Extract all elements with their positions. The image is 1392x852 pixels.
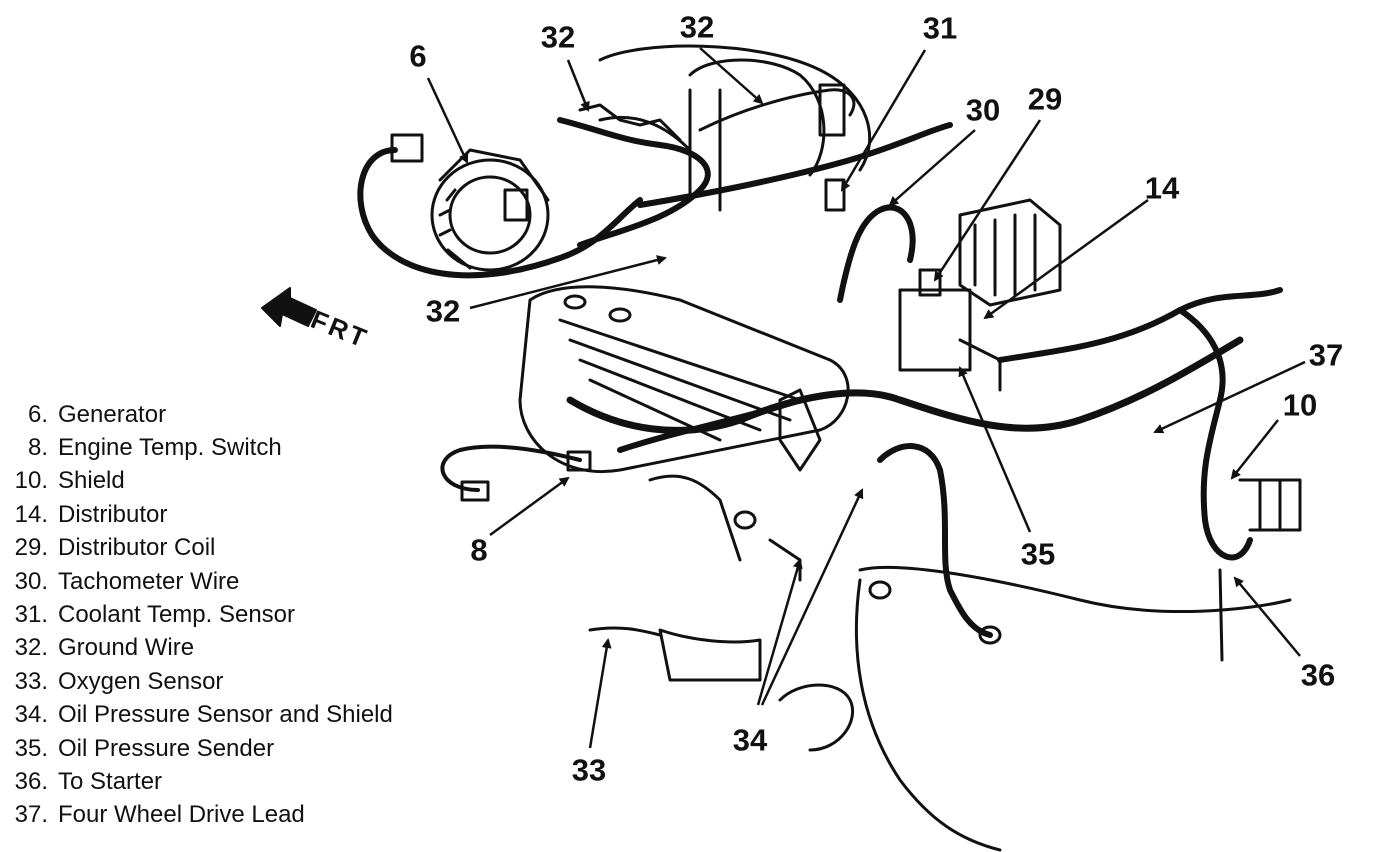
distributor-drawing <box>898 198 1062 392</box>
leader-34b <box>760 488 864 706</box>
upper-harness <box>557 117 711 248</box>
legend-label: Four Wheel Drive Lead <box>58 801 305 829</box>
legend-label: To Starter <box>58 767 163 795</box>
legend-label: Oil Pressure Sensor and Shield <box>58 701 393 729</box>
callout-33: 33 <box>571 752 607 788</box>
legend-item: 31. Coolant Temp. Sensor <box>0 598 480 631</box>
callout-32-top: 32 <box>679 9 715 45</box>
leader-32a <box>566 59 590 112</box>
callout-31: 31 <box>922 10 958 46</box>
leader-34a <box>756 558 803 706</box>
legend-label: Engine Temp. Switch <box>58 434 282 462</box>
parts-legend: 6. Generator 8. Engine Temp. Switch 10. Shi… <box>0 398 480 832</box>
legend-item: 30. Tachometer Wire <box>0 565 480 598</box>
legend-label: Distributor <box>58 500 168 528</box>
legend-item: 32. Ground Wire <box>0 632 480 665</box>
legend-number: 34. <box>14 701 48 729</box>
legend-number: 30. <box>14 567 48 595</box>
legend-label: Tachometer Wire <box>58 567 240 595</box>
legend-label: Shield <box>58 467 125 495</box>
legend-number: 14. <box>14 500 48 528</box>
legend-item: 29. Distributor Coil <box>0 532 480 565</box>
legend-item: 10. Shield <box>0 465 480 498</box>
callout-35: 35 <box>1020 536 1056 572</box>
generator-drawing <box>430 148 550 272</box>
legend-number: 37. <box>14 801 48 829</box>
legend-label: Generator <box>58 400 167 428</box>
legend-label: Ground Wire <box>58 634 195 662</box>
callout-36: 36 <box>1300 657 1336 693</box>
callout-30: 30 <box>965 92 1001 128</box>
front-arrow <box>261 287 317 327</box>
leader-8 <box>489 476 570 537</box>
legend-number: 31. <box>14 601 48 629</box>
callout-32-left: 32 <box>425 293 461 329</box>
callout-10: 10 <box>1282 387 1318 423</box>
callout-29: 29 <box>1027 81 1063 117</box>
engine-block-drawing <box>588 388 1292 852</box>
legend-number: 8. <box>27 434 48 462</box>
leader-33 <box>588 638 612 749</box>
legend-item: 34. Oil Pressure Sensor and Shield <box>0 699 480 732</box>
leader-36 <box>1233 576 1301 657</box>
leader-14 <box>983 198 1149 320</box>
generator-harness <box>357 147 643 279</box>
callout-14: 14 <box>1144 170 1180 206</box>
leader-37 <box>1153 360 1306 434</box>
callout-8: 8 <box>470 532 488 568</box>
legend-number: 36. <box>14 767 48 795</box>
legend-number: 10. <box>14 467 48 495</box>
legend-number: 32. <box>14 634 48 662</box>
legend-item: 33. Oxygen Sensor <box>0 665 480 698</box>
legend-item: 14. Distributor <box>0 498 480 531</box>
leader-32b <box>699 47 764 105</box>
legend-label: Distributor Coil <box>58 534 216 562</box>
leader-32c <box>469 255 667 310</box>
callout-6: 6 <box>409 38 427 74</box>
right-harness <box>997 287 1283 363</box>
leader-29 <box>933 119 1042 282</box>
leader-6 <box>426 77 469 164</box>
leader-30 <box>888 129 976 207</box>
legend-item: 37. Four Wheel Drive Lead <box>0 799 480 832</box>
legend-label: Oxygen Sensor <box>58 667 224 695</box>
leader-35 <box>958 366 1032 533</box>
temp-switch-lead <box>440 444 582 492</box>
legend-number: 35. <box>14 734 48 762</box>
leader-31 <box>840 49 927 192</box>
legend-item: 35. Oil Pressure Sender <box>0 732 480 765</box>
callout-34: 34 <box>732 722 768 758</box>
callout-32-top-left: 32 <box>540 19 576 55</box>
legend-number: 33. <box>14 667 48 695</box>
legend-number: 6. <box>27 400 48 428</box>
legend-label: Coolant Temp. Sensor <box>58 601 296 629</box>
legend-item: 8. Engine Temp. Switch <box>0 431 480 464</box>
valve-cover-drawing <box>518 285 850 473</box>
legend-label: Oil Pressure Sender <box>58 734 275 762</box>
legend-item: 6. Generator <box>0 398 480 431</box>
legend-item: 36. To Starter <box>0 765 480 798</box>
callout-37: 37 <box>1308 337 1344 373</box>
legend-number: 29. <box>14 534 48 562</box>
leader-10 <box>1230 419 1279 480</box>
